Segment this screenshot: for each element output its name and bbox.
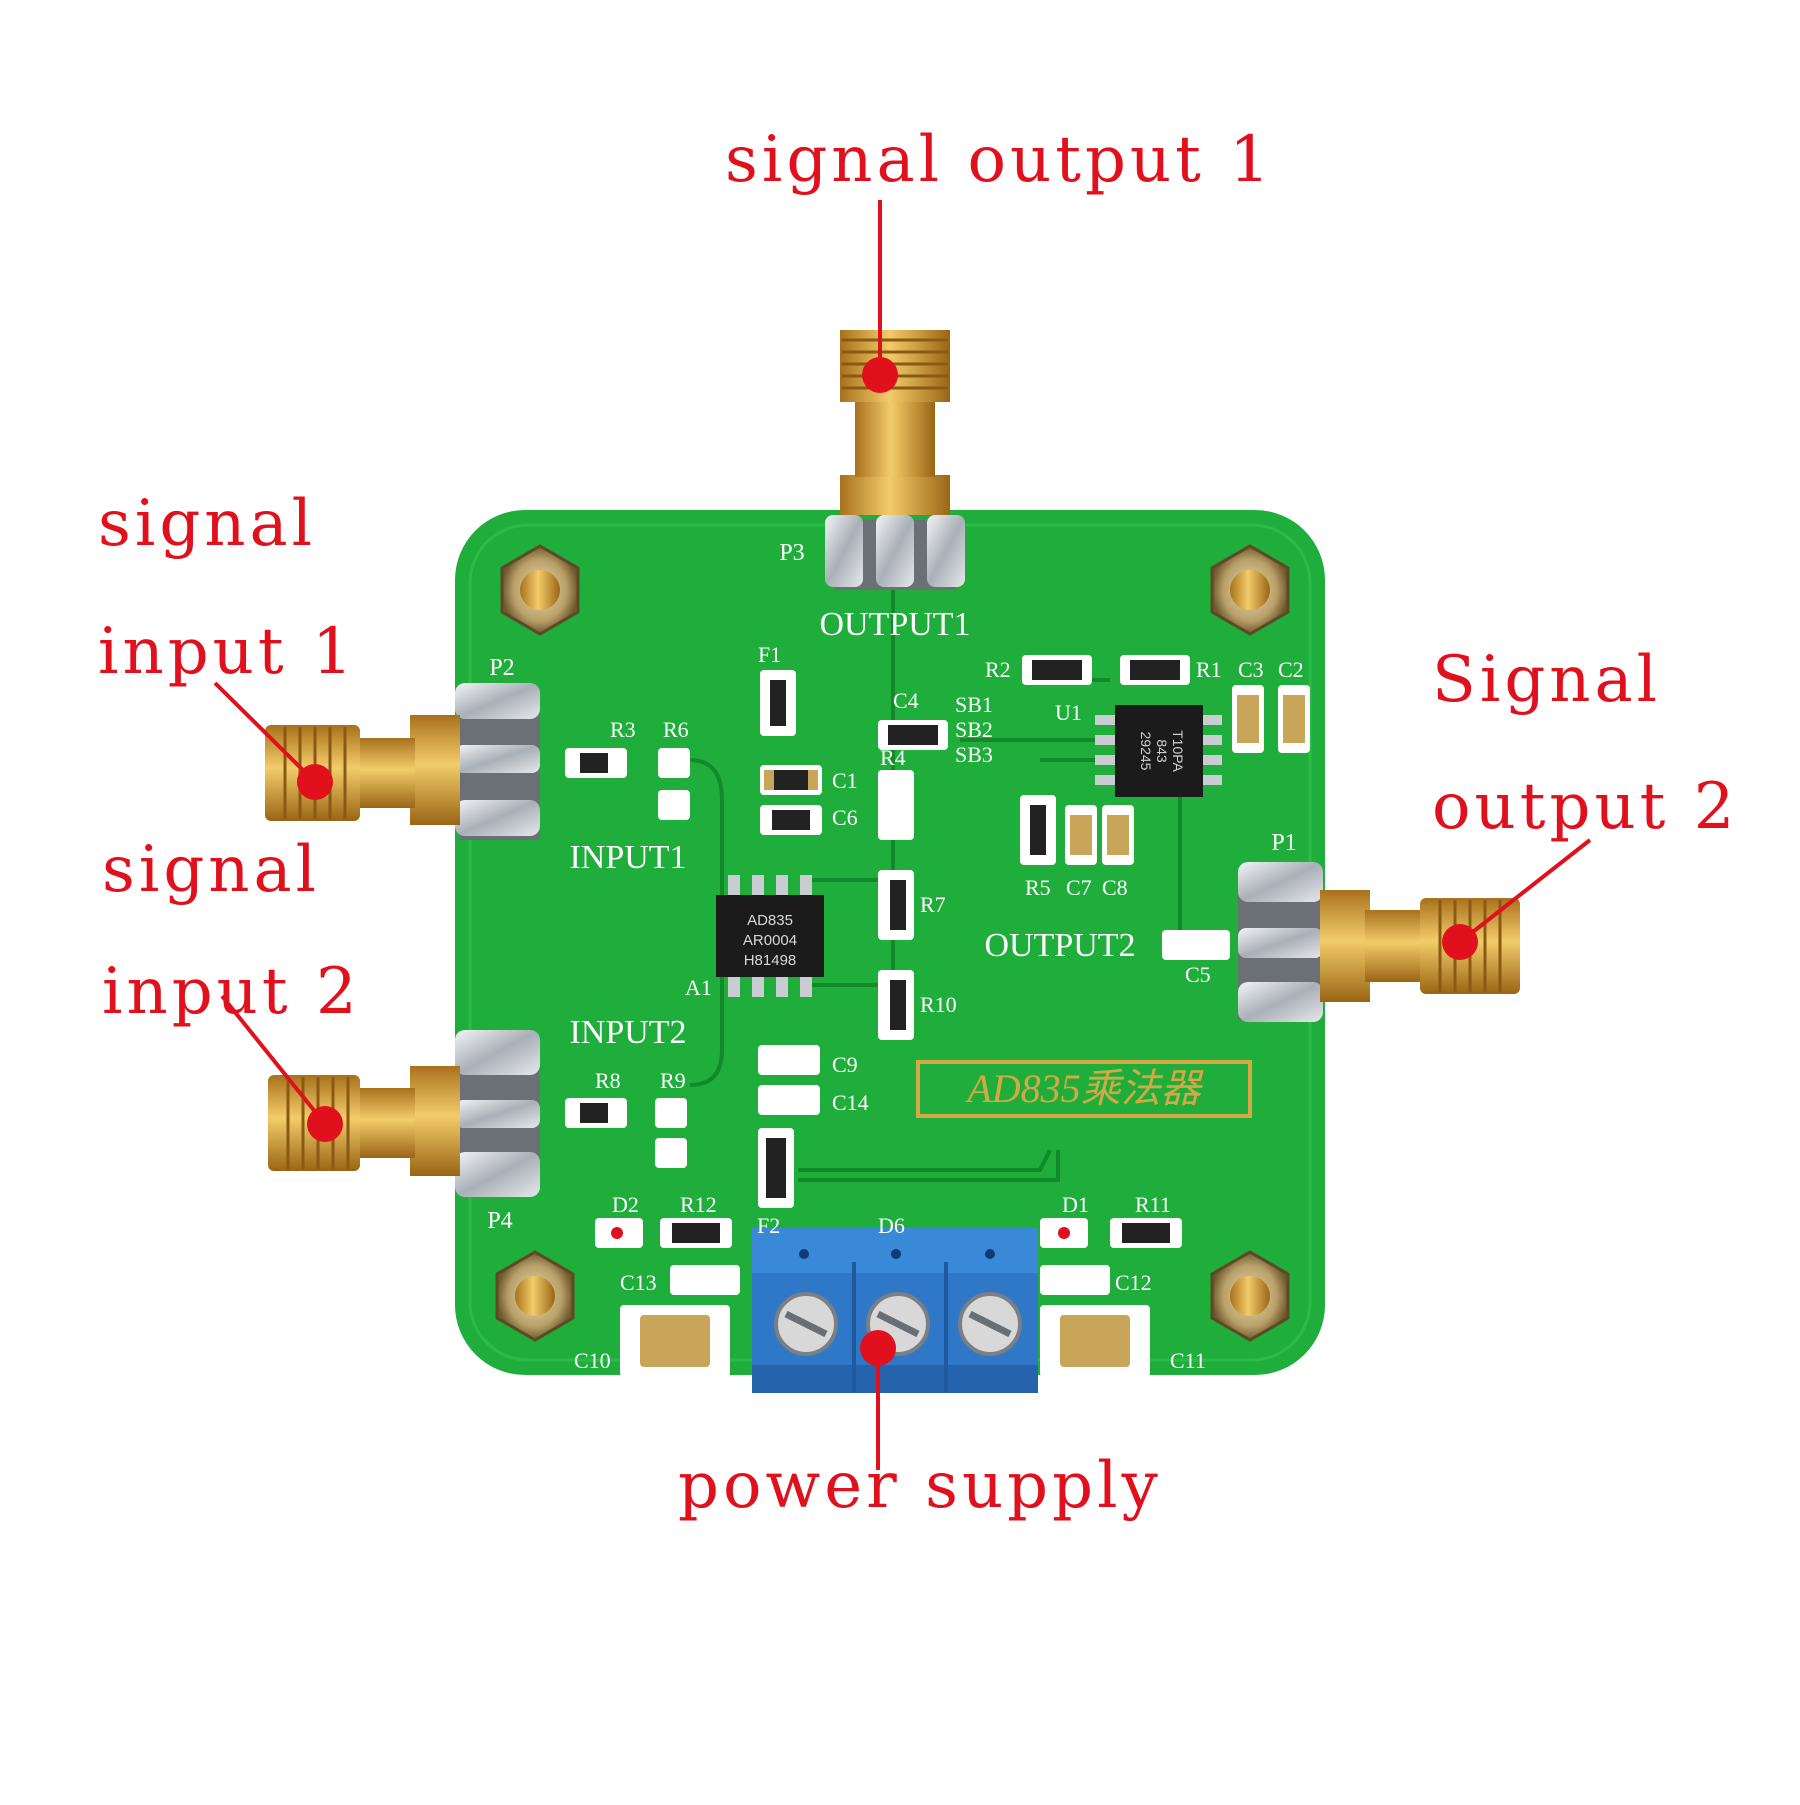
silk-c4: C4 xyxy=(893,688,919,713)
silk-c9: C9 xyxy=(832,1052,858,1077)
silk-output1: OUTPUT1 xyxy=(819,606,970,643)
silk-f2: F2 xyxy=(757,1213,780,1238)
board-title: AD835乘法器 xyxy=(964,1066,1203,1111)
silk-d2: D2 xyxy=(612,1192,639,1217)
label-signal-input-1-line1: signal xyxy=(98,487,317,561)
mounting-nut-tl xyxy=(500,544,580,636)
silk-c13: C13 xyxy=(620,1270,657,1295)
chip-line-1: AD835 xyxy=(747,912,793,929)
u1-line-1: T10PA xyxy=(1170,730,1186,772)
silk-input2: INPUT2 xyxy=(569,1014,686,1051)
label-signal-output-1: signal output 1 xyxy=(725,123,1274,197)
label-signal-input-2-line2: input 2 xyxy=(102,955,361,1029)
silk-c7: C7 xyxy=(1066,875,1092,900)
silk-r6: R6 xyxy=(663,717,689,742)
mounting-nut-bl xyxy=(495,1250,575,1342)
dot-power xyxy=(860,1330,896,1366)
silk-c11: C11 xyxy=(1170,1348,1206,1373)
silk-c3: C3 xyxy=(1238,657,1264,682)
silk-p2: P2 xyxy=(489,655,514,681)
silk-p3: P3 xyxy=(779,540,804,566)
mounting-nut-tr xyxy=(1210,544,1290,636)
silk-r12: R12 xyxy=(680,1192,717,1217)
power-terminal-block xyxy=(752,1228,1038,1393)
silk-sb2: SB2 xyxy=(955,717,993,742)
silk-sb3: SB3 xyxy=(955,742,993,767)
silk-r9: R9 xyxy=(660,1068,686,1093)
dot-output1 xyxy=(862,357,898,393)
silk-r5: R5 xyxy=(1025,875,1051,900)
sma-connector-output2 xyxy=(1238,862,1520,1022)
silk-input1: INPUT1 xyxy=(569,839,686,876)
dot-input1 xyxy=(297,764,333,800)
silk-r1: R1 xyxy=(1196,657,1222,682)
silk-r4: R4 xyxy=(880,745,906,770)
label-signal-output-2-line1: Signal xyxy=(1432,643,1662,717)
sma-connector-input2 xyxy=(268,1030,540,1197)
silk-c6: C6 xyxy=(832,805,858,830)
silk-c12: C12 xyxy=(1115,1270,1152,1295)
silk-d1: D1 xyxy=(1062,1192,1089,1217)
silk-a1: A1 xyxy=(685,975,712,1000)
silk-r7: R7 xyxy=(920,892,946,917)
silk-r10: R10 xyxy=(920,992,957,1017)
chip-line-3: H81498 xyxy=(744,952,797,969)
silk-u1: U1 xyxy=(1055,700,1082,725)
u1-line-3: 29245 xyxy=(1138,732,1154,771)
dot-input2 xyxy=(307,1106,343,1142)
silk-d6: D6 xyxy=(878,1213,905,1238)
silk-c8: C8 xyxy=(1102,875,1128,900)
ad835-chip: AD835 AR0004 H81498 xyxy=(716,875,824,997)
label-signal-output-2-line2: output 2 xyxy=(1432,770,1739,844)
silk-r8: R8 xyxy=(595,1068,621,1093)
silk-r3: R3 xyxy=(610,717,636,742)
board-title-plate: AD835乘法器 xyxy=(916,1060,1252,1118)
silk-c10: C10 xyxy=(574,1348,611,1373)
smd-components xyxy=(565,655,1310,1377)
silk-c1: C1 xyxy=(832,768,858,793)
silkscreen: OUTPUT1 OUTPUT2 INPUT1 INPUT2 P1 P2 P3 P… xyxy=(487,540,1303,1373)
silk-r2: R2 xyxy=(985,657,1011,682)
label-signal-input-1-line2: input 1 xyxy=(98,615,357,689)
mounting-nut-br xyxy=(1210,1250,1290,1342)
dot-output2 xyxy=(1442,924,1478,960)
silk-c5: C5 xyxy=(1185,962,1211,987)
label-signal-input-2-line1: signal xyxy=(102,833,321,907)
u1-chip: T10PA 843 29245 xyxy=(1095,705,1222,797)
silk-r11: R11 xyxy=(1135,1192,1171,1217)
silk-c2: C2 xyxy=(1278,657,1304,682)
chip-line-2: AR0004 xyxy=(743,932,797,949)
silk-p1: P1 xyxy=(1271,830,1296,856)
silk-c14: C14 xyxy=(832,1090,869,1115)
callout-lines xyxy=(213,200,1592,1470)
silk-sb1: SB1 xyxy=(955,692,993,717)
callout-dots xyxy=(297,357,1478,1366)
u1-line-2: 843 xyxy=(1154,739,1170,763)
silk-output2: OUTPUT2 xyxy=(984,927,1135,964)
label-power-supply: power supply xyxy=(678,1449,1162,1523)
silk-p4: P4 xyxy=(487,1208,512,1234)
silk-f1: F1 xyxy=(758,642,781,667)
sma-connector-input1 xyxy=(265,683,540,840)
